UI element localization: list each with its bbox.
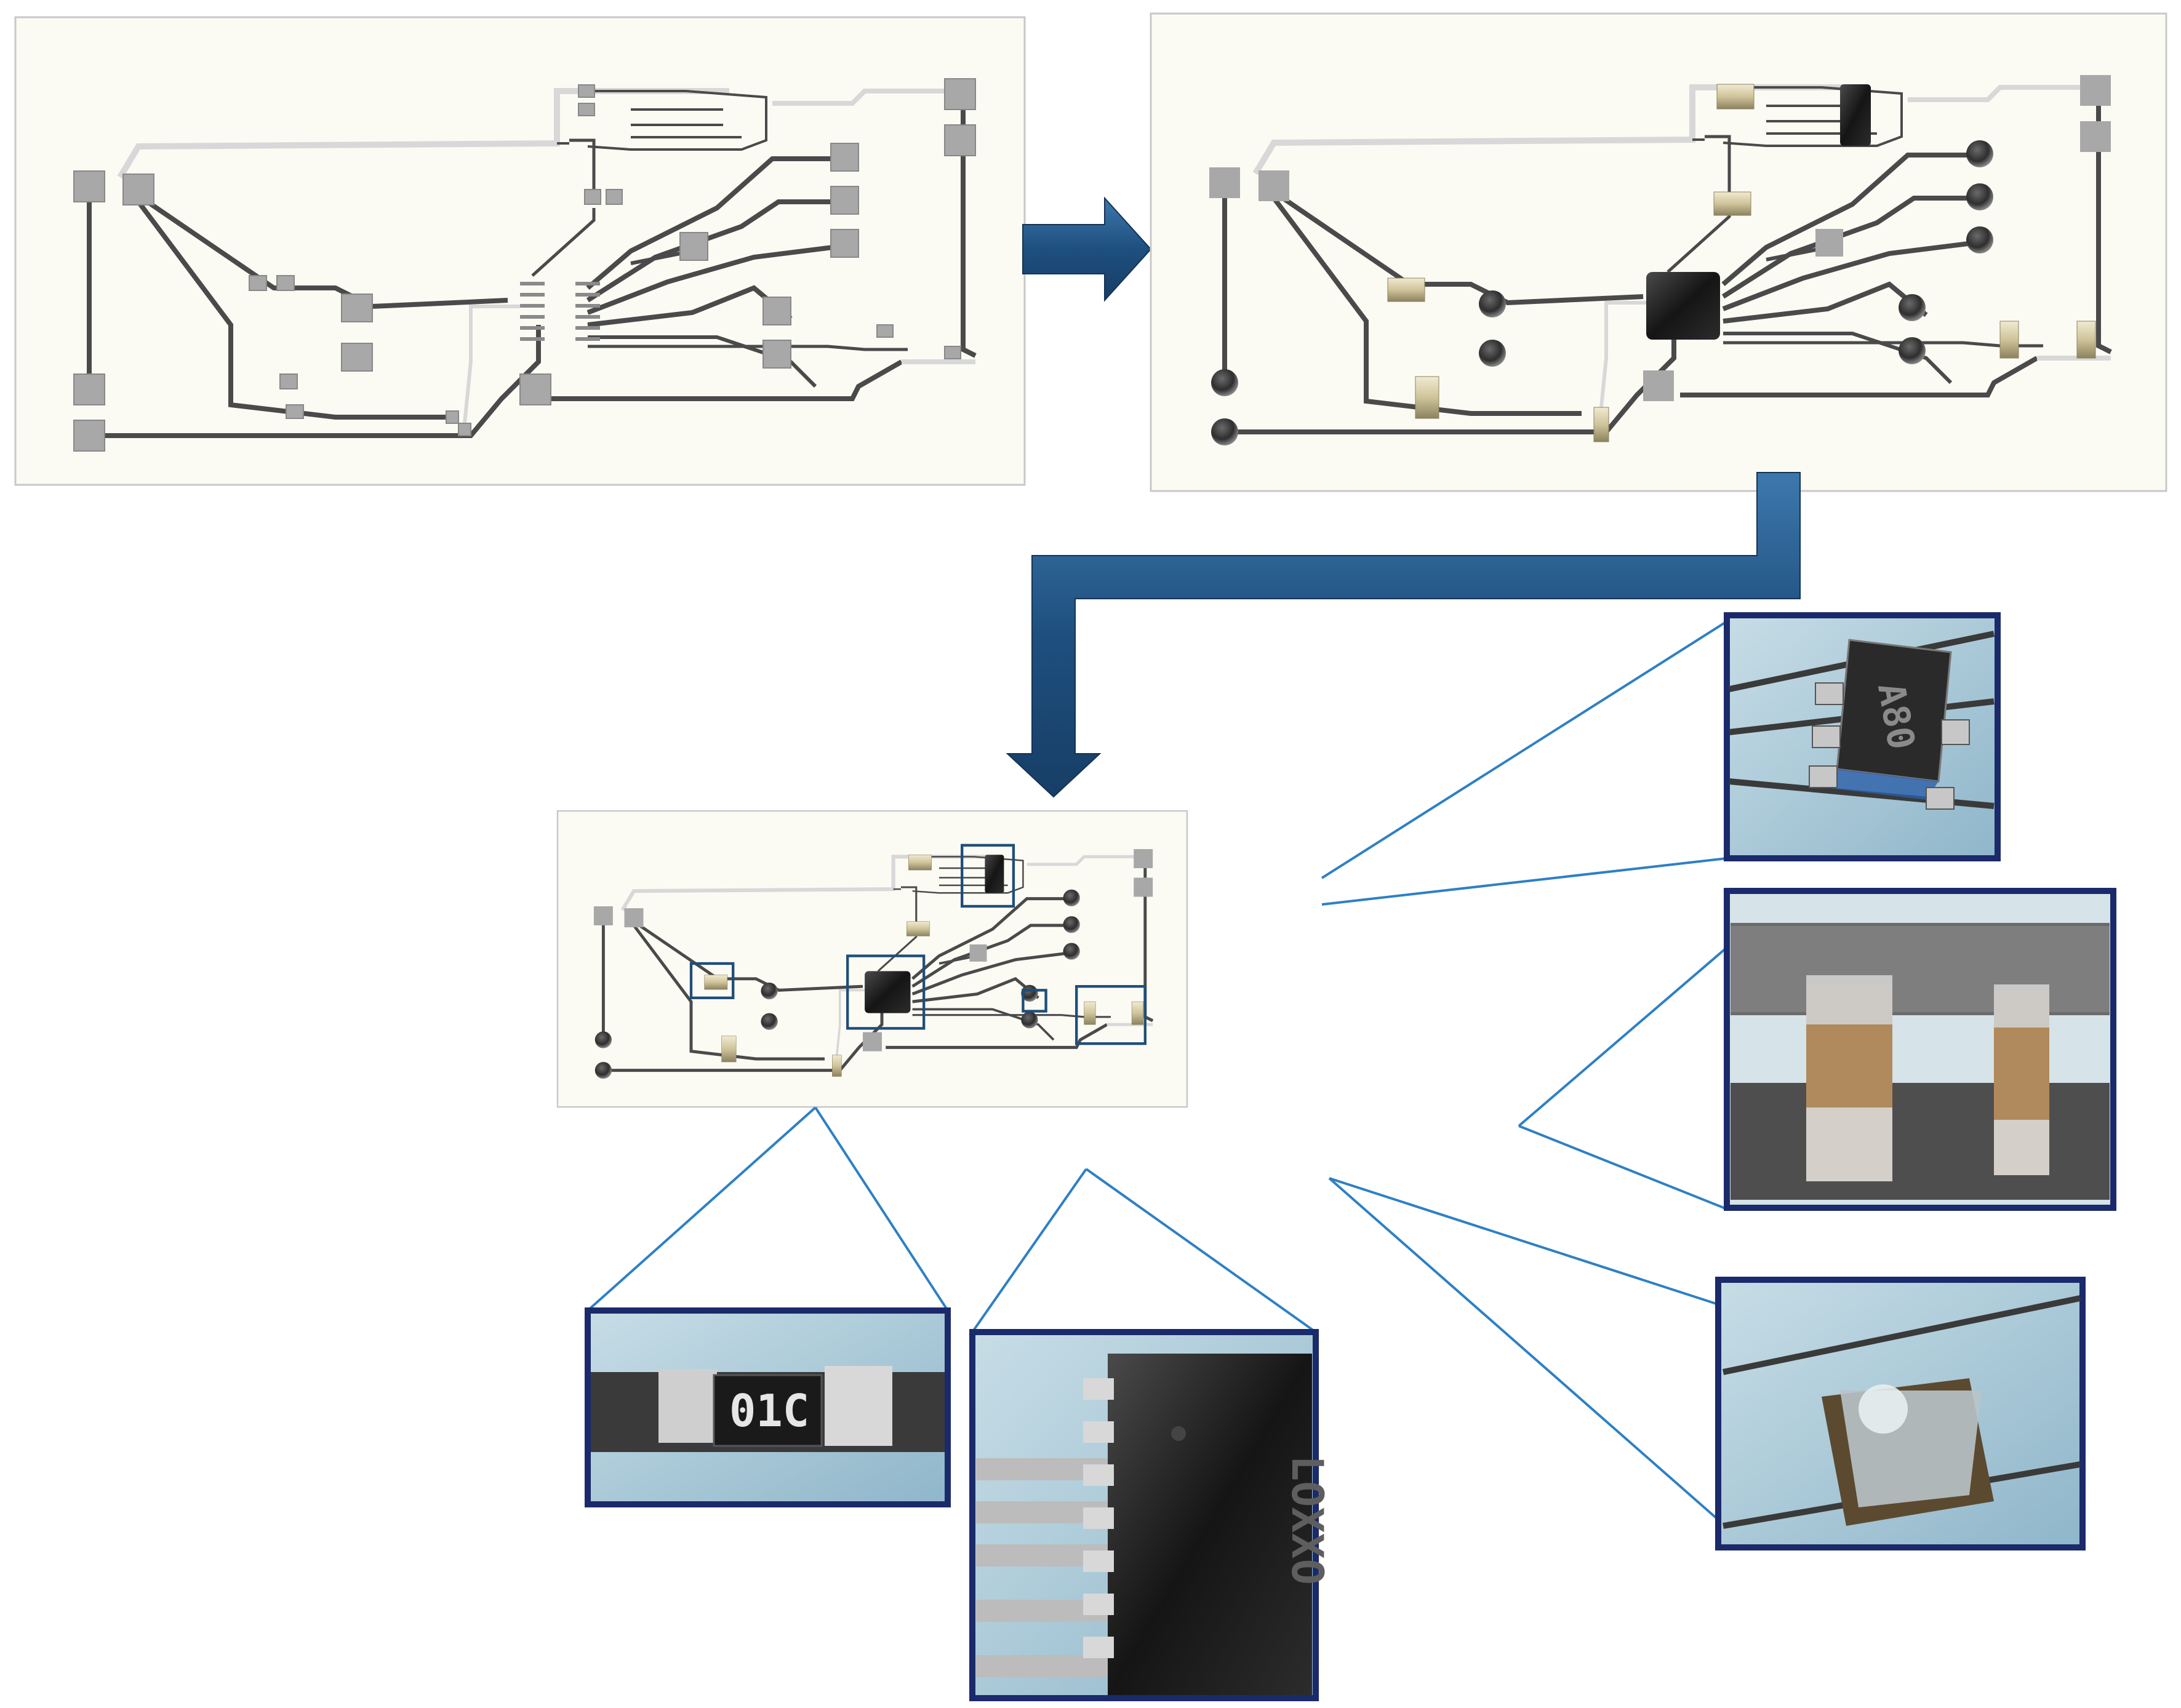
transistor bbox=[1840, 84, 1871, 146]
arrow-right-icon bbox=[1022, 196, 1152, 302]
ic-chip bbox=[1646, 272, 1720, 340]
callout-lines bbox=[586, 620, 1728, 1521]
highlight-boxes bbox=[689, 844, 1147, 1045]
pads bbox=[1209, 75, 2111, 445]
stage-components-highlighted bbox=[556, 810, 1188, 1108]
inset-solder-dot-pad bbox=[1715, 1277, 2086, 1550]
inset-ic-soic: LOXXO bbox=[969, 1329, 1332, 1701]
pads bbox=[73, 78, 976, 452]
inset-capacitor-pair bbox=[1724, 888, 2116, 1211]
stage-components-placed bbox=[1150, 12, 2167, 492]
arrow-down-icon bbox=[1006, 472, 1801, 798]
inset-transistor-sot23: A80 bbox=[1724, 612, 2001, 861]
placed-components bbox=[1387, 84, 2096, 442]
board-outline bbox=[14, 16, 1026, 486]
ic-marking: LOXXO bbox=[1282, 1455, 1332, 1585]
stage-bare-traces bbox=[14, 16, 1026, 486]
inset-resistor-0805: 01C bbox=[585, 1307, 951, 1507]
resistor-marking: 01C bbox=[729, 1385, 809, 1437]
